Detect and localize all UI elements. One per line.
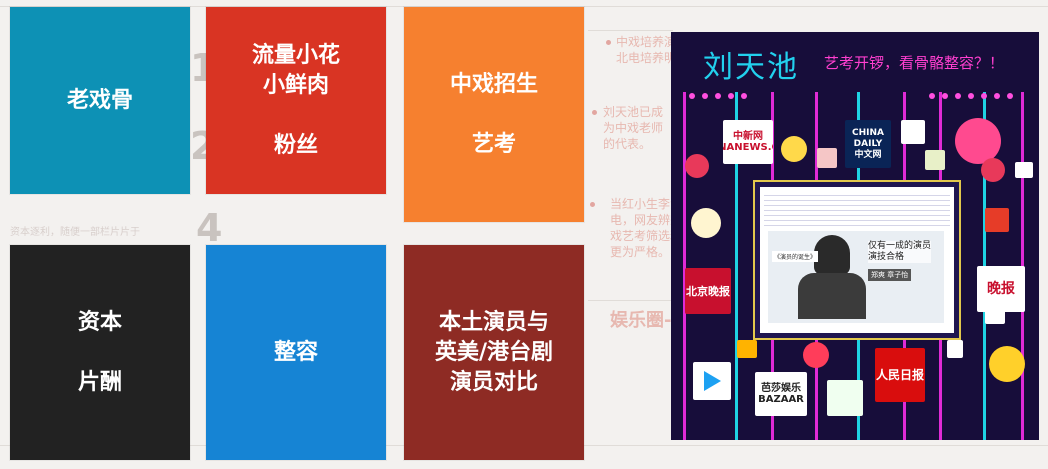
tile-traffic-stars: 流量小花 小鲜肉 粉丝	[206, 7, 386, 194]
dot	[994, 93, 1000, 99]
cartoon-icon	[925, 150, 945, 170]
bg-paragraph: 当红小生李汶 电，网友辨宗 戏艺考筛选料 更为严格。	[610, 197, 683, 259]
dot	[741, 93, 747, 99]
dot-row	[929, 93, 1013, 101]
tile-actor-comparison: 本土演员与 英美/港台剧 演员对比	[404, 245, 584, 460]
app-icon	[737, 340, 757, 358]
play-icon	[704, 371, 721, 391]
dot	[981, 93, 987, 99]
peoples-daily-logo: 人民日报	[875, 348, 925, 402]
dot	[942, 93, 948, 99]
neon-stripe	[683, 92, 686, 440]
paper-logo-icon	[901, 120, 925, 144]
bg-paragraph: 资本逐利，随便一部栏片片于	[10, 227, 140, 238]
dot-row	[689, 93, 747, 101]
bg-rule	[0, 6, 1048, 7]
tile-capital: 资本 片酬	[10, 245, 190, 460]
bg-bullet	[606, 40, 611, 45]
youth-league-icon	[691, 208, 721, 238]
collage-name: 刘天池	[703, 50, 799, 85]
camera-app-icon	[989, 346, 1025, 382]
small-logo-icon	[985, 302, 1005, 324]
tile-label: 资本 片酬	[77, 309, 122, 395]
dot	[968, 93, 974, 99]
weibo-icon	[981, 158, 1005, 182]
cartoon-icon	[827, 380, 863, 416]
cartoon-icon	[985, 208, 1009, 232]
collage-title: 艺考开锣，看骨骼整容？！	[824, 54, 1005, 72]
tile-label: 流量小花 小鲜肉 粉丝	[251, 42, 340, 158]
dot	[1007, 93, 1013, 99]
dot	[929, 93, 935, 99]
dot	[715, 93, 721, 99]
video-caption: 仅有一成的演员 演技合格	[868, 241, 932, 263]
small-logo-icon	[947, 340, 963, 358]
post-screenshot: 《演员的诞生》 仅有一成的演员 演技合格 郑爽 章子怡	[760, 187, 954, 333]
bg-paragraph: 刘天池已成 为中戏老师 的代表。	[603, 105, 664, 151]
person-body	[798, 273, 866, 319]
news-collage-image: 刘天池 艺考开锣，看骨骼整容？！ 中新网 CHINANEWS.COM CHINA…	[671, 32, 1039, 440]
bg-rule	[588, 300, 673, 301]
beijing-evening-news-logo: 北京晚报	[685, 268, 731, 314]
video-show-label: 《演员的诞生》	[772, 251, 819, 262]
post-screenshot-frame: 《演员的诞生》 仅有一成的演员 演技合格 郑爽 章子怡	[753, 180, 961, 340]
tile-label: 中戏招生 艺考	[449, 71, 538, 157]
bg-section-heading: 娱乐圈-	[610, 310, 672, 331]
chinanews-logo: 中新网 CHINANEWS.COM	[723, 120, 773, 164]
person-head	[814, 235, 850, 275]
bazaar-logo: 芭莎娱乐 BAZAAR	[755, 372, 807, 416]
dot	[728, 93, 734, 99]
bg-big-number: 4	[196, 206, 223, 250]
bg-bullet	[590, 202, 595, 207]
bg-rule	[588, 30, 673, 31]
chinadaily-logo: CHINA DAILY 中文网	[845, 120, 891, 168]
tile-label: 整容	[273, 339, 318, 365]
dot	[955, 93, 961, 99]
avatar-icon	[781, 136, 807, 162]
bg-bullet	[592, 110, 597, 115]
video-subtitle: 郑爽 章子怡	[868, 269, 912, 281]
dot	[702, 93, 708, 99]
tile-admissions: 中戏招生 艺考	[404, 7, 584, 222]
small-logo-icon	[1015, 162, 1033, 178]
video-thumbnail: 《演员的诞生》 仅有一成的演员 演技合格 郑爽 章子怡	[768, 231, 944, 323]
tile-veteran-actors: 老戏骨	[10, 7, 190, 194]
bg-paragraph: 中戏培养演 北电培养明	[616, 35, 677, 65]
dot	[689, 93, 695, 99]
post-text-lines	[764, 191, 950, 227]
tile-label: 老戏骨	[66, 87, 133, 113]
weibo-icon	[803, 342, 829, 368]
neon-stripe	[735, 92, 738, 440]
cartoon-icon	[817, 148, 837, 168]
weibo-icon	[685, 154, 709, 178]
tile-label: 本土演员与 英美/港台剧 演员对比	[434, 309, 554, 395]
video-play-icon	[693, 362, 731, 400]
weibo-eye-icon	[955, 118, 1001, 164]
tile-plastic-surgery: 整容	[206, 245, 386, 460]
